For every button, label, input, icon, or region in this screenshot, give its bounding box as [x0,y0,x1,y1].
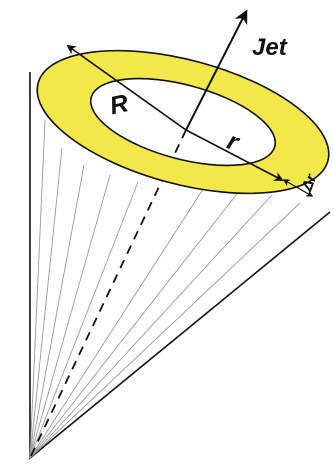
inner-radius-arrow [185,129,284,181]
ring-width-arrow [282,179,314,197]
inner-radius-label: r [224,127,244,157]
outer-radius-arrow [66,44,187,131]
cone-shading-lines [29,119,301,459]
annulus-fill [36,49,330,195]
ring-width-label: Δr [298,171,320,194]
annulus-ring [36,49,330,195]
jet-arrow [185,9,248,131]
cone-body [29,72,331,460]
outer-radius-label: R [107,89,130,120]
cone-axis [29,129,187,459]
jet-label: Jet [252,34,288,61]
